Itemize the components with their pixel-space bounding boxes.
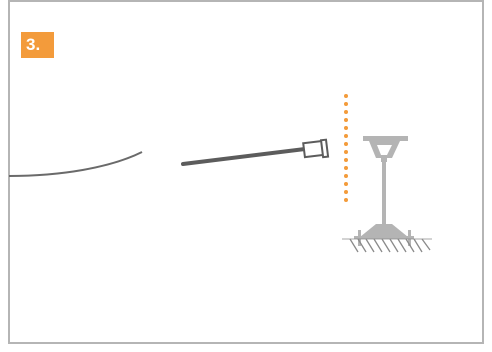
cable-line — [8, 151, 143, 177]
diagram-frame — [8, 0, 484, 344]
insertion-rod — [181, 138, 330, 166]
ground-hatching — [342, 238, 432, 253]
post-top-light-fixture — [354, 136, 414, 246]
boundary-dotted-line — [344, 94, 348, 202]
step-number-badge: 3. — [21, 32, 54, 58]
